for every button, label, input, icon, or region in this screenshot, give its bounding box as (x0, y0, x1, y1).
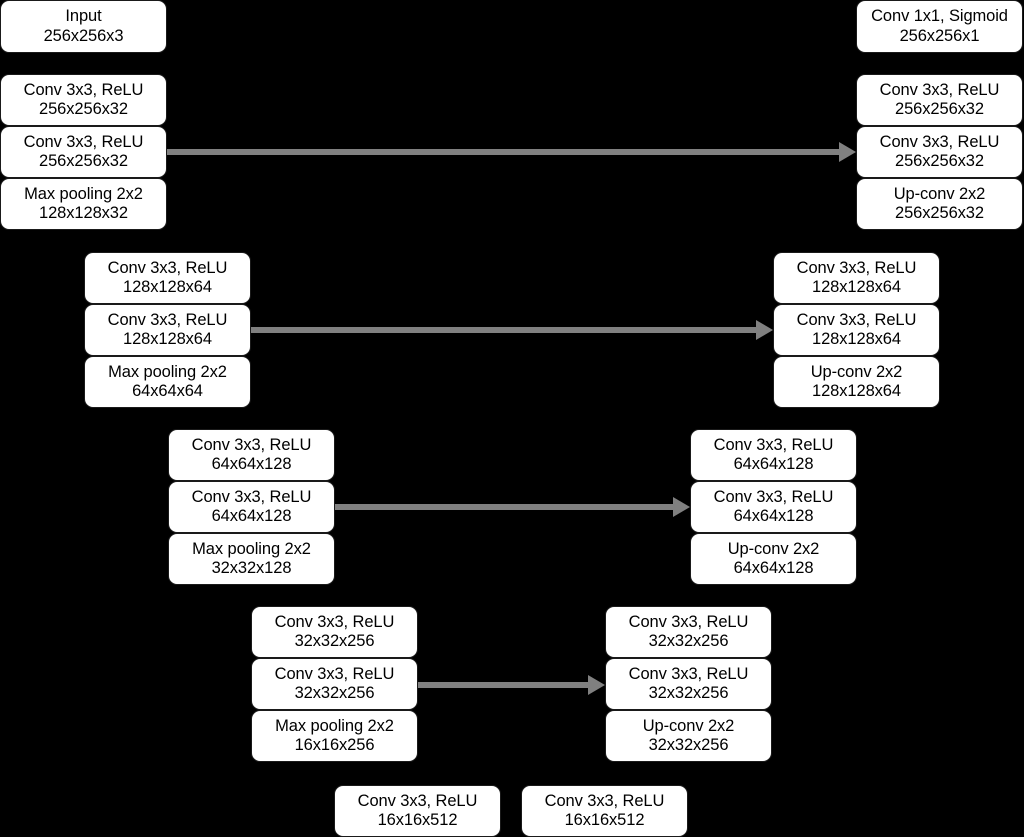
node-shape-label: 64x64x128 (211, 455, 292, 473)
node-level-32-decoder-conv1[interactable]: Conv 3x3, ReLU 32x32x256 (605, 606, 772, 658)
node-level-256-encoder-conv1[interactable]: Conv 3x3, ReLU 256x256x32 (0, 74, 167, 126)
node-shape-label: 16x16x512 (377, 811, 458, 829)
node-op-label: Conv 3x3, ReLU (357, 791, 478, 810)
node-op-label: Conv 3x3, ReLU (544, 791, 665, 810)
node-op-label: Conv 3x3, ReLU (23, 80, 144, 99)
node-op-label: Conv 3x3, ReLU (107, 310, 228, 329)
node-level-64-decoder-upconv[interactable]: Up-conv 2x2 64x64x128 (690, 533, 857, 585)
node-shape-label: 32x32x128 (211, 559, 292, 577)
node-level-64-decoder-conv2[interactable]: Conv 3x3, ReLU 64x64x128 (690, 481, 857, 533)
node-level-128-decoder-conv2[interactable]: Conv 3x3, ReLU 128x128x64 (773, 304, 940, 356)
node-shape-label: 16x16x512 (564, 811, 645, 829)
node-level-32-decoder-upconv[interactable]: Up-conv 2x2 32x32x256 (605, 710, 772, 762)
node-op-label: Conv 3x3, ReLU (274, 664, 395, 683)
node-level-256-encoder-maxpool[interactable]: Max pooling 2x2 128x128x32 (0, 178, 167, 230)
node-level-64-encoder-conv2[interactable]: Conv 3x3, ReLU 64x64x128 (168, 481, 335, 533)
node-op-label: Conv 3x3, ReLU (23, 132, 144, 151)
skip-arrow-shaft (418, 682, 588, 688)
node-level-64-encoder-conv1[interactable]: Conv 3x3, ReLU 64x64x128 (168, 429, 335, 481)
node-op-label: Conv 3x3, ReLU (107, 258, 228, 277)
skip-arrow-head-icon (588, 675, 605, 695)
node-shape-label: 32x32x256 (294, 632, 375, 650)
node-shape-label: 32x32x256 (648, 736, 729, 754)
node-shape-label: 128x128x64 (123, 278, 212, 296)
node-op-label: Input (65, 7, 102, 26)
node-op-label: Conv 3x3, ReLU (191, 435, 312, 454)
skip-arrow-head-icon (756, 320, 773, 340)
node-level-64-decoder-conv1[interactable]: Conv 3x3, ReLU 64x64x128 (690, 429, 857, 481)
node-output[interactable]: Conv 1x1, Sigmoid 256x256x1 (856, 0, 1023, 53)
node-level-128-encoder-maxpool[interactable]: Max pooling 2x2 64x64x64 (84, 356, 251, 408)
skip-arrow-head-icon (839, 142, 856, 162)
node-shape-label: 256x256x32 (895, 152, 984, 170)
node-shape-label: 64x64x128 (733, 455, 814, 473)
node-level-128-encoder-conv1[interactable]: Conv 3x3, ReLU 128x128x64 (84, 252, 251, 304)
node-op-label: Max pooling 2x2 (24, 184, 143, 203)
node-shape-label: 256x256x1 (899, 26, 980, 45)
node-level-32-encoder-maxpool[interactable]: Max pooling 2x2 16x16x256 (251, 710, 418, 762)
node-shape-label: 128x128x64 (812, 278, 901, 296)
skip-arrow-shaft (251, 327, 756, 333)
node-op-label: Max pooling 2x2 (108, 362, 227, 381)
node-op-label: Conv 3x3, ReLU (796, 310, 917, 329)
node-shape-label: 128x128x64 (812, 330, 901, 348)
node-level-128-encoder-conv2[interactable]: Conv 3x3, ReLU 128x128x64 (84, 304, 251, 356)
node-shape-label: 32x32x256 (294, 684, 375, 702)
node-op-label: Up-conv 2x2 (810, 362, 903, 381)
node-op-label: Max pooling 2x2 (275, 716, 394, 735)
node-op-label: Conv 1x1, Sigmoid (871, 7, 1008, 26)
node-op-label: Up-conv 2x2 (893, 184, 986, 203)
node-level-256-decoder-upconv[interactable]: Up-conv 2x2 256x256x32 (856, 178, 1023, 230)
node-bottleneck-conv1[interactable]: Conv 3x3, ReLU 16x16x512 (334, 785, 501, 837)
node-op-label: Conv 3x3, ReLU (713, 487, 834, 506)
node-level-256-decoder-conv1[interactable]: Conv 3x3, ReLU 256x256x32 (856, 74, 1023, 126)
node-shape-label: 16x16x256 (294, 736, 375, 754)
node-shape-label: 256x256x32 (895, 100, 984, 118)
node-op-label: Conv 3x3, ReLU (713, 435, 834, 454)
node-op-label: Conv 3x3, ReLU (274, 612, 395, 631)
node-level-128-decoder-upconv[interactable]: Up-conv 2x2 128x128x64 (773, 356, 940, 408)
node-shape-label: 32x32x256 (648, 632, 729, 650)
node-op-label: Up-conv 2x2 (727, 539, 820, 558)
node-op-label: Conv 3x3, ReLU (879, 80, 1000, 99)
node-shape-label: 256x256x32 (39, 100, 128, 118)
node-shape-label: 128x128x64 (123, 330, 212, 348)
node-op-label: Conv 3x3, ReLU (191, 487, 312, 506)
node-op-label: Conv 3x3, ReLU (879, 132, 1000, 151)
node-op-label: Conv 3x3, ReLU (796, 258, 917, 277)
node-op-label: Conv 3x3, ReLU (628, 664, 749, 683)
skip-arrow-head-icon (673, 497, 690, 517)
node-shape-label: 64x64x128 (211, 507, 292, 525)
node-shape-label: 128x128x32 (39, 204, 128, 222)
node-shape-label: 64x64x64 (132, 382, 203, 400)
skip-arrow-shaft (167, 149, 839, 155)
node-shape-label: 256x256x32 (895, 204, 984, 222)
node-op-label: Max pooling 2x2 (192, 539, 311, 558)
node-level-256-decoder-conv2[interactable]: Conv 3x3, ReLU 256x256x32 (856, 126, 1023, 178)
node-shape-label: 64x64x128 (733, 559, 814, 577)
node-bottleneck-conv2[interactable]: Conv 3x3, ReLU 16x16x512 (521, 785, 688, 837)
node-input[interactable]: Input 256x256x3 (0, 0, 167, 53)
node-op-label: Conv 3x3, ReLU (628, 612, 749, 631)
node-shape-label: 128x128x64 (812, 382, 901, 400)
node-shape-label: 64x64x128 (733, 507, 814, 525)
node-shape-label: 32x32x256 (648, 684, 729, 702)
node-level-256-encoder-conv2[interactable]: Conv 3x3, ReLU 256x256x32 (0, 126, 167, 178)
node-level-32-encoder-conv2[interactable]: Conv 3x3, ReLU 32x32x256 (251, 658, 418, 710)
node-shape-label: 256x256x32 (39, 152, 128, 170)
node-level-64-encoder-maxpool[interactable]: Max pooling 2x2 32x32x128 (168, 533, 335, 585)
node-level-128-decoder-conv1[interactable]: Conv 3x3, ReLU 128x128x64 (773, 252, 940, 304)
skip-arrow-shaft (335, 504, 673, 510)
node-level-32-encoder-conv1[interactable]: Conv 3x3, ReLU 32x32x256 (251, 606, 418, 658)
node-op-label: Up-conv 2x2 (642, 716, 735, 735)
node-shape-label: 256x256x3 (43, 26, 124, 45)
node-level-32-decoder-conv2[interactable]: Conv 3x3, ReLU 32x32x256 (605, 658, 772, 710)
